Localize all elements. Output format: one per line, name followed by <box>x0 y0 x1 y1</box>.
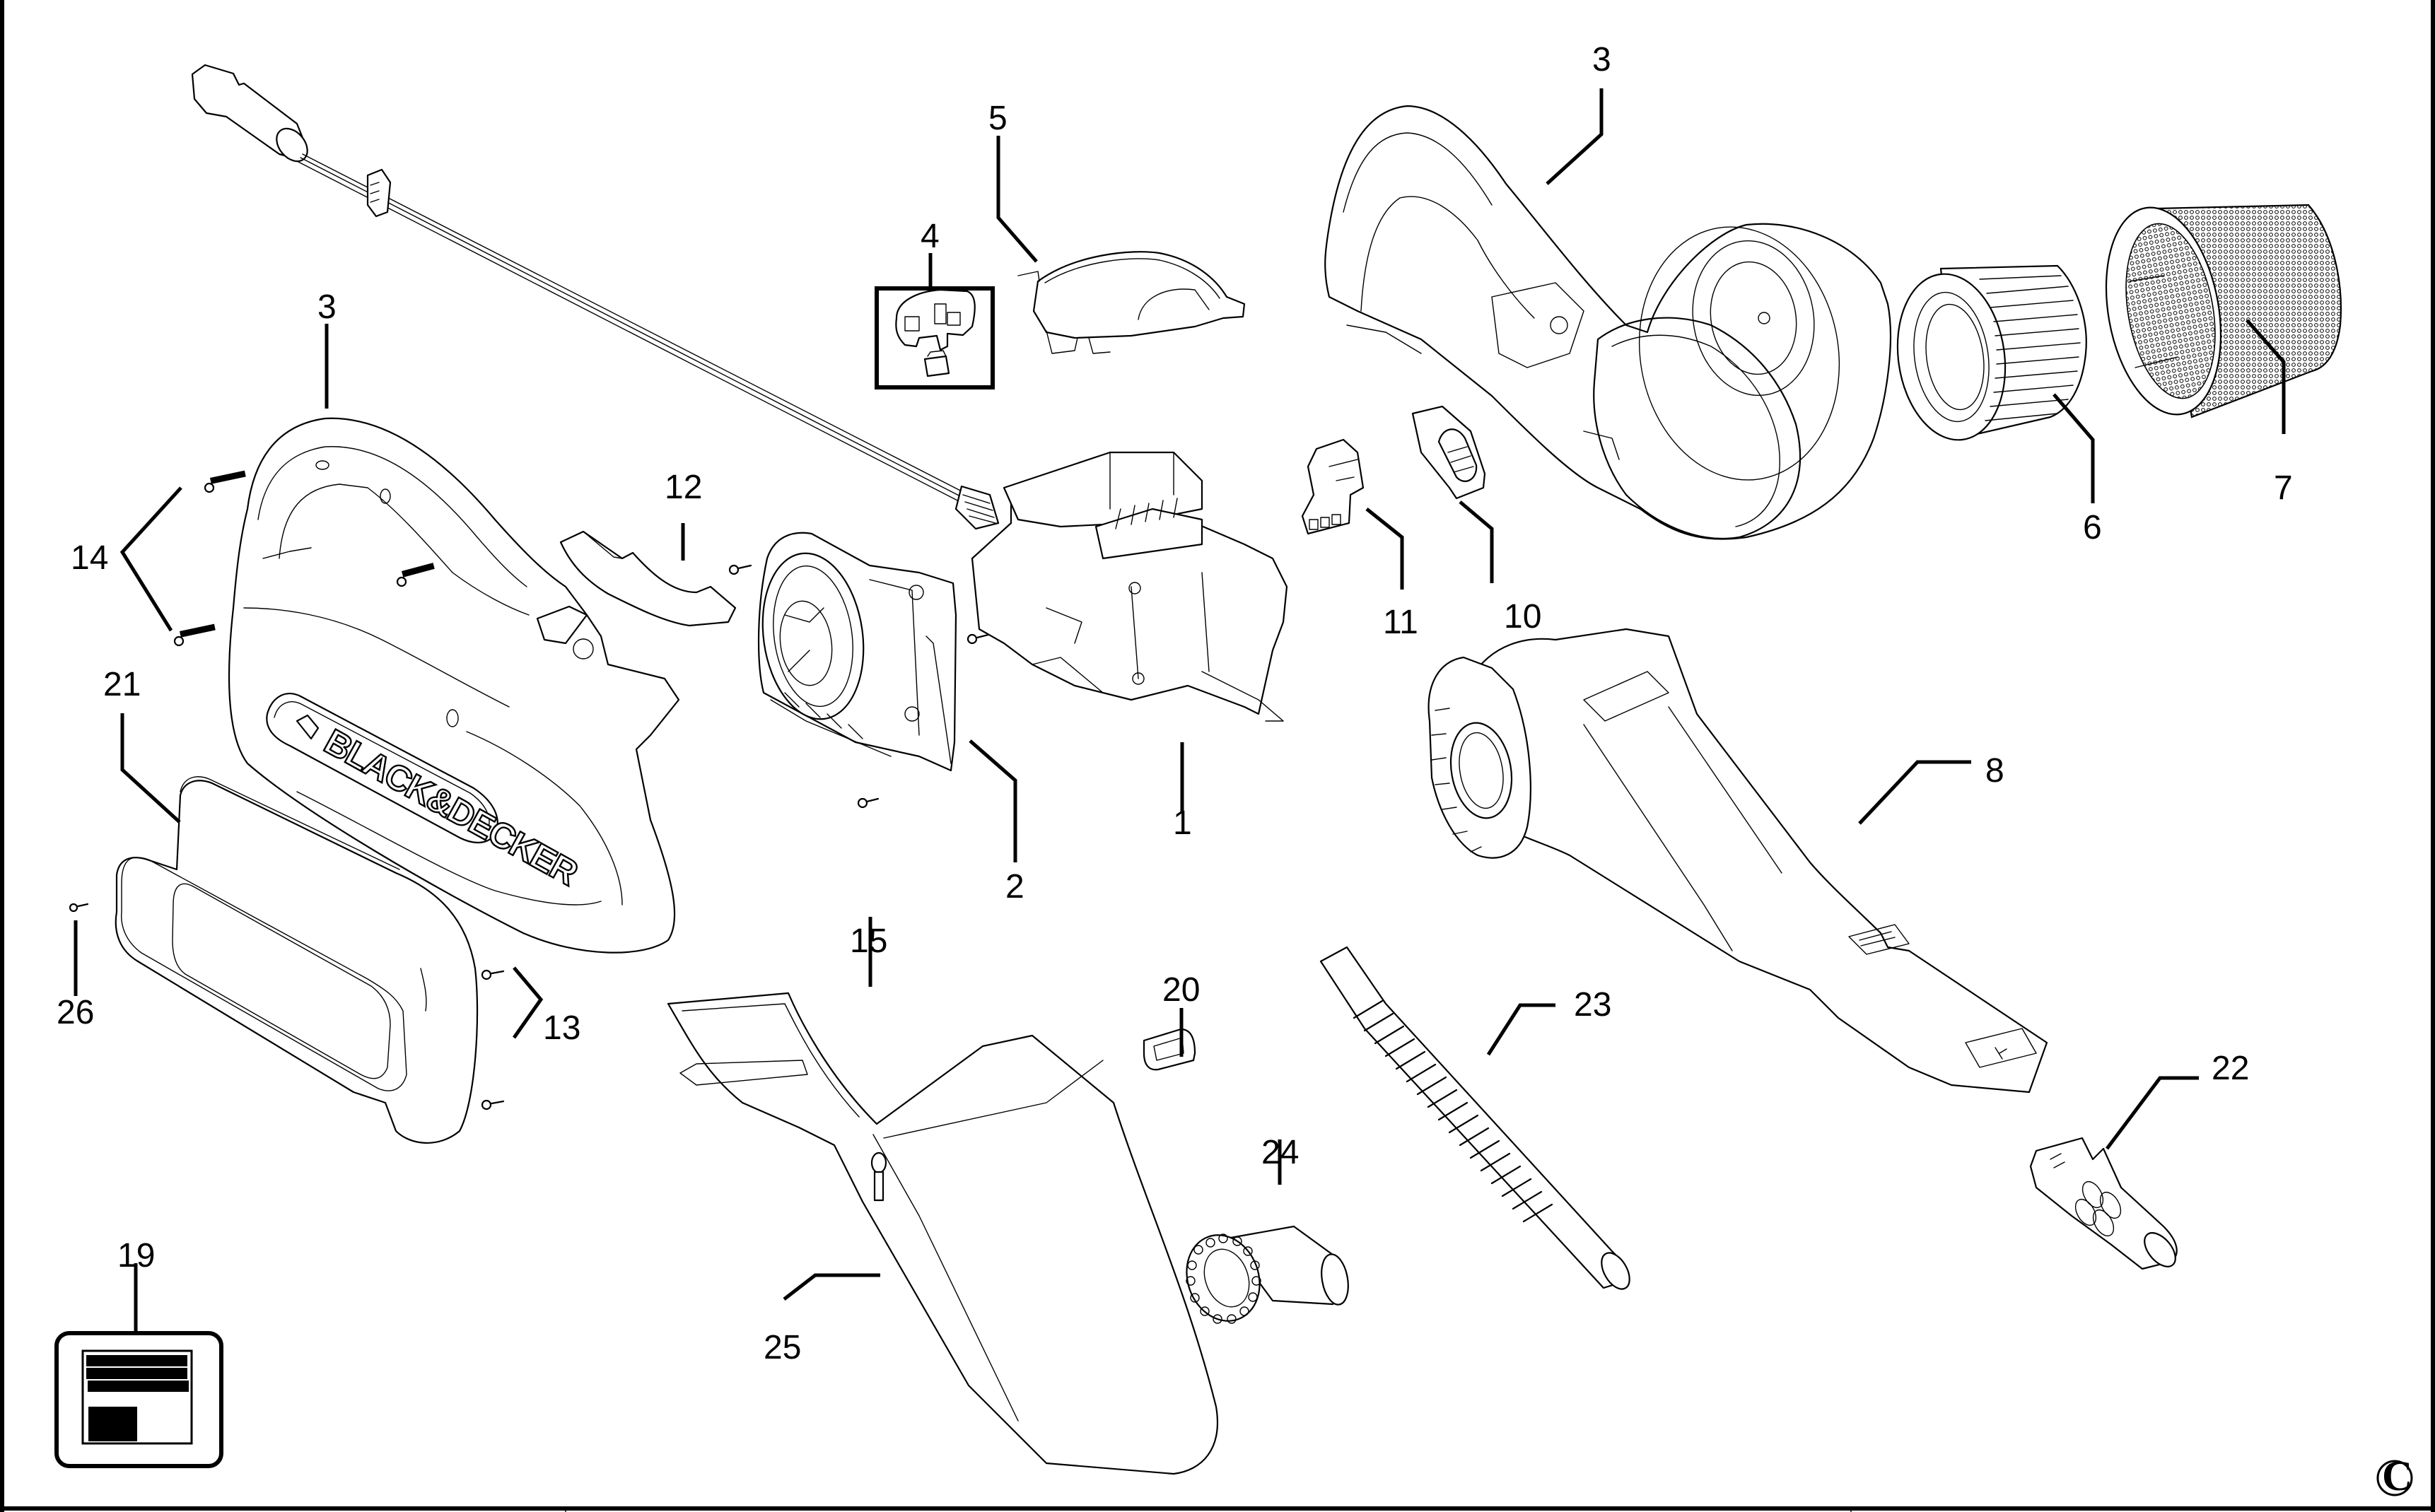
screw <box>857 797 880 809</box>
part-23-flexible-hose <box>1319 946 1630 1290</box>
callout-labels: 1 2 3 3 4 5 6 7 8 10 11 12 13 14 15 19 2… <box>57 41 2293 1366</box>
callout-8: 8 <box>1985 752 2004 790</box>
copyright-mark: C <box>2376 1453 2413 1499</box>
part-12-cord-guide <box>559 530 737 627</box>
small-screws <box>69 564 990 1110</box>
part-22-crevice-tool <box>2029 1137 2178 1270</box>
part-2-fan-housing <box>757 532 957 772</box>
callout-11: 11 <box>1383 604 1418 641</box>
filter-pleats <box>1979 275 2081 421</box>
callout-20: 20 <box>1162 971 1200 1009</box>
callout-23: 23 <box>1574 986 1611 1024</box>
callout-3-left: 3 <box>317 288 337 326</box>
screw <box>728 564 752 575</box>
part-7-mesh-filter <box>2105 204 2342 418</box>
part-5-cover-plate <box>1017 251 1246 354</box>
callout-6: 6 <box>2083 509 2102 546</box>
brush-bristles <box>1186 1233 1261 1324</box>
part-11-switch-connector <box>1301 438 1365 535</box>
car-plug-cord <box>191 64 1000 530</box>
callout-25: 25 <box>764 1329 801 1366</box>
callout-5: 5 <box>988 100 1008 137</box>
callout-21: 21 <box>103 666 141 703</box>
callout-2: 2 <box>1005 868 1024 906</box>
copyright-symbol: C <box>2382 1453 2412 1499</box>
screw <box>481 969 505 980</box>
callout-24: 24 <box>1261 1134 1299 1171</box>
part-8-dust-bowl <box>1427 628 2048 1094</box>
callout-12: 12 <box>665 469 702 506</box>
callout-10: 10 <box>1504 598 1541 635</box>
callout-19: 19 <box>117 1237 155 1274</box>
part-6-pleated-filter <box>1896 264 2087 441</box>
part-21-side-cover <box>115 776 479 1144</box>
callout-4: 4 <box>921 218 940 255</box>
part-20-button <box>1143 1028 1196 1071</box>
part-3-housing-right <box>1324 105 1892 540</box>
hose-corrugations <box>1353 1000 1553 1223</box>
callout-15: 15 <box>850 922 887 960</box>
callout-14: 14 <box>71 539 108 577</box>
screw <box>69 903 89 913</box>
callout-13: 13 <box>543 1009 580 1047</box>
part-19-rating-label <box>54 1331 223 1468</box>
callout-26: 26 <box>57 994 94 1031</box>
callout-7: 7 <box>2274 469 2293 507</box>
callout-22: 22 <box>2212 1050 2249 1087</box>
part-24-brush-tool <box>1186 1225 1349 1324</box>
leader-lines <box>74 88 2286 1333</box>
part-10-switch-slider <box>1411 405 1486 500</box>
part-14-screws <box>173 470 435 647</box>
callout-1: 1 <box>1173 804 1192 842</box>
callout-3-right: 3 <box>1592 41 1611 78</box>
part-3-housing-left: BLACK&DECKER <box>228 417 680 954</box>
part-25-storage-bag <box>667 992 1218 1475</box>
screw <box>481 1099 505 1110</box>
screw <box>967 633 990 645</box>
part-4-brush-holder-set <box>875 286 995 389</box>
part-1-motor-housing <box>971 451 1288 722</box>
